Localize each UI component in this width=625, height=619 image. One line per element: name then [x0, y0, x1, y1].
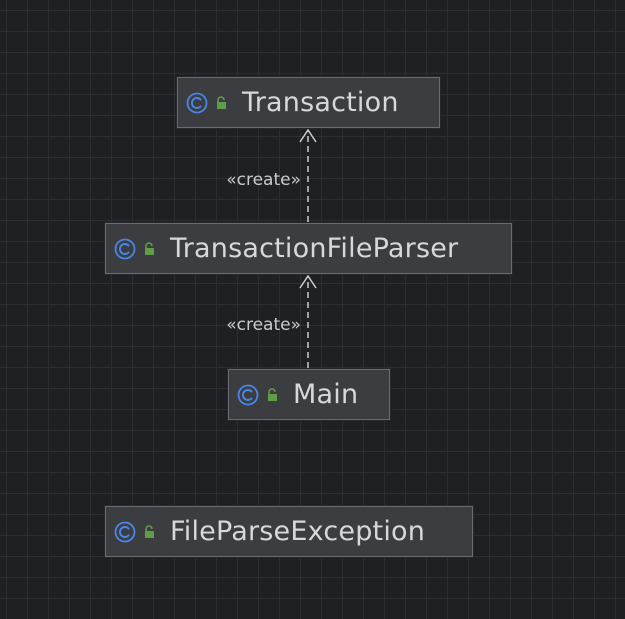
class-c-icon — [114, 521, 136, 542]
class-name: Main — [293, 379, 359, 410]
class-name: FileParseException — [170, 516, 426, 547]
arrowhead-open — [299, 128, 317, 143]
class-node-main[interactable]: Main — [228, 369, 390, 420]
edge-create-transaction[interactable]: «create» — [226, 128, 317, 222]
class-name: TransactionFileParser — [170, 233, 459, 264]
edge-label: «create» — [226, 315, 301, 335]
class-c-icon — [237, 384, 259, 405]
class-node-transaction-file-parser[interactable]: TransactionFileParser — [105, 223, 512, 274]
class-c-icon — [186, 92, 208, 113]
class-node-transaction[interactable]: Transaction — [177, 77, 440, 128]
edge-label: «create» — [226, 170, 301, 190]
class-node-file-parse-exception[interactable]: FileParseException — [105, 506, 473, 557]
public-lock-icon — [268, 387, 277, 401]
public-lock-icon — [217, 95, 226, 109]
public-lock-icon — [145, 241, 154, 255]
class-name: Transaction — [242, 87, 399, 118]
edge-create-transaction-file-parser[interactable]: «create» — [226, 274, 317, 368]
public-lock-icon — [145, 524, 154, 538]
arrowhead-open — [299, 274, 317, 289]
class-c-icon — [114, 238, 136, 259]
